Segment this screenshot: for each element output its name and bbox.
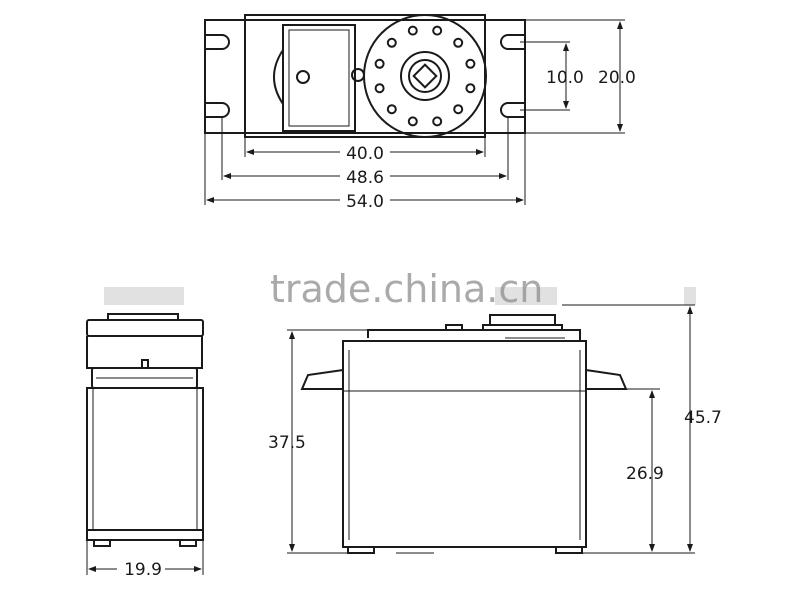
slot-bottom-left (205, 102, 230, 118)
side-foot-right (179, 539, 197, 547)
front-flange-left (300, 369, 344, 390)
label-mount-height: 26.9 (626, 464, 664, 484)
label-overall-length: 54.0 (346, 192, 384, 212)
watermark: trade.china.cn (270, 267, 543, 311)
front-flange-right (585, 369, 628, 390)
side-tab (141, 359, 149, 368)
label-side-width: 19.9 (124, 560, 162, 580)
horn-hole (465, 83, 476, 94)
horn-blur-right (495, 287, 557, 305)
front-body (342, 340, 587, 548)
front-foot-left (347, 546, 375, 554)
side-case-upper (86, 336, 203, 369)
front-nub (445, 324, 463, 331)
side-base (86, 529, 204, 541)
horn-hole (374, 58, 385, 69)
front-horn-base (482, 324, 563, 330)
front-horn (489, 314, 556, 325)
horn-hole (453, 104, 464, 115)
slot-top-right (500, 34, 525, 50)
label-panel (282, 24, 356, 132)
horn-hole (465, 58, 476, 69)
horn-hole (386, 37, 397, 48)
output-shaft-inner (408, 59, 442, 93)
screw-hole (296, 70, 310, 84)
horn-hole (407, 116, 418, 127)
horn-blur-left (104, 287, 184, 305)
output-shaft (400, 51, 450, 101)
gear-housing-bump (273, 49, 284, 105)
horn-hole (374, 83, 385, 94)
gear-pin (351, 68, 365, 82)
label-body-height: 37.5 (268, 433, 306, 453)
horn-hole (432, 116, 443, 127)
servo-horn (363, 14, 487, 138)
label-panel-inner (288, 29, 350, 127)
side-view: 19.9 (86, 287, 204, 580)
slot-top-left (205, 34, 230, 50)
side-case-lower (86, 387, 204, 531)
label-hole-spacing: 10.0 (546, 68, 584, 88)
side-top-cap (107, 313, 179, 320)
side-upper (86, 319, 204, 337)
horn-hole (453, 37, 464, 48)
label-overall-height: 45.7 (684, 408, 722, 428)
label-body-width: 40.0 (346, 144, 384, 164)
horn-hole (432, 25, 443, 36)
label-hole-center-distance: 48.6 (346, 168, 384, 188)
horn-hole (386, 104, 397, 115)
front-gear-top (367, 329, 581, 341)
top-view: 40.0 48.6 54.0 10.0 20.0 (204, 14, 636, 212)
horn-hole (407, 25, 418, 36)
label-mount-width: 20.0 (598, 68, 636, 88)
horn-holes (374, 25, 476, 127)
front-foot-right (555, 546, 583, 554)
shaft-hex (412, 63, 438, 89)
front-view: 37.5 26.9 45.7 (268, 287, 722, 554)
slot-bottom-right (500, 102, 525, 118)
side-foot-left (93, 539, 111, 547)
horn-blur-far (684, 287, 696, 305)
